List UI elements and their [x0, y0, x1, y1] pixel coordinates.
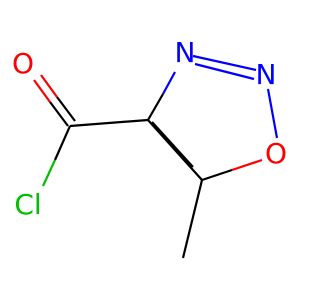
- atom-label-nitrogen-3: N: [175, 36, 196, 69]
- bond-c-c4: [69, 118, 149, 128]
- bonds: [33, 54, 279, 259]
- molecule-structure-diagram: O Cl N N O: [12, 36, 287, 259]
- bond-c5-methyl: [181, 179, 204, 259]
- bond-n2-o1: [266, 88, 279, 139]
- atom-label-oxygen-carbonyl: O: [12, 47, 34, 80]
- atom-label-nitrogen-2: N: [256, 58, 277, 91]
- bond-o1-c5: [201, 158, 263, 182]
- bond-c4-n3: [147, 71, 176, 121]
- bond-c-cl: [42, 125, 72, 187]
- bond-c5-c4-double: [147, 119, 203, 181]
- bond-n3-n2-double: [192, 54, 257, 81]
- atom-label-oxygen-ring: O: [265, 137, 287, 170]
- bond-carbonyl-c-o-double: [33, 74, 76, 127]
- molecule-structure-canvas: O Cl N N O: [11, 36, 288, 259]
- atom-label-chlorine: Cl: [14, 188, 41, 221]
